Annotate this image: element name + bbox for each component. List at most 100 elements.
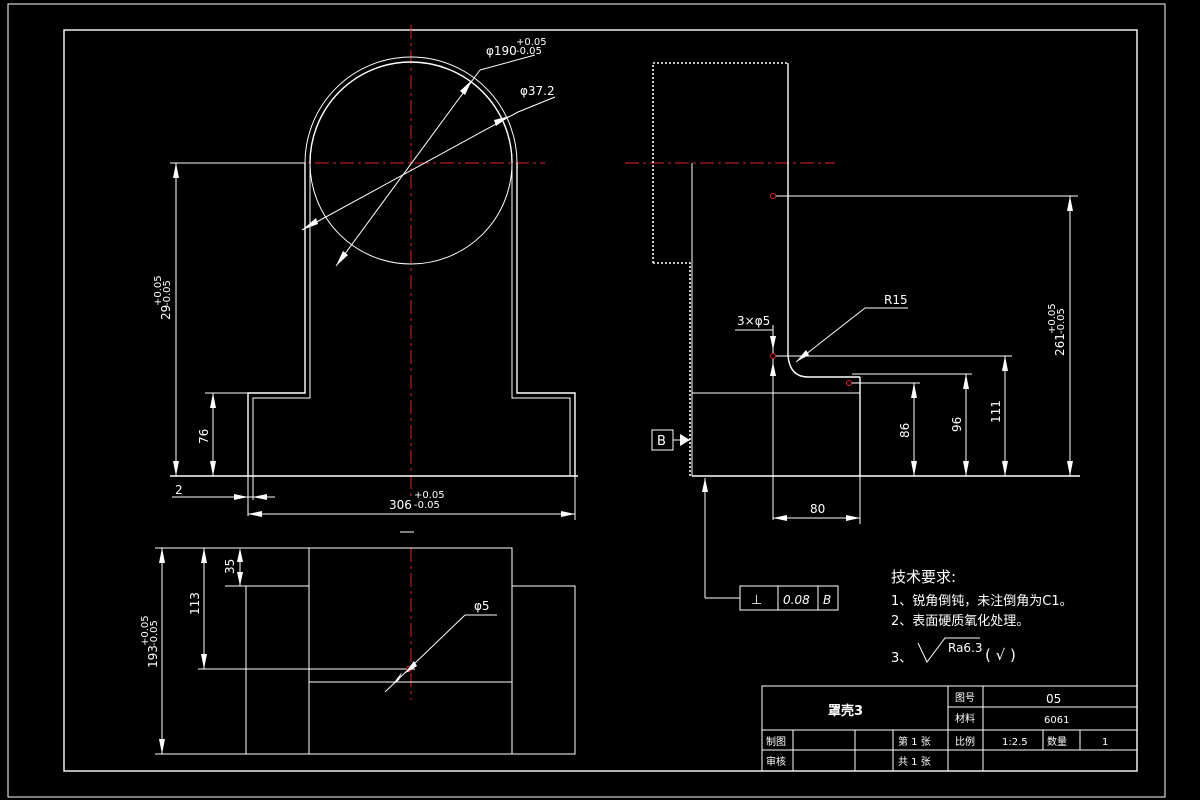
- hole-marker-1: [770, 193, 776, 199]
- dim113-label: 113: [188, 592, 202, 615]
- dim29-tol-lower: -0.05: [162, 280, 173, 306]
- top-center-block: [308, 547, 513, 755]
- tb-drawn-label: 制图: [766, 735, 786, 748]
- dim306-arrow-left: [248, 511, 262, 517]
- hole-marker-2: [770, 353, 776, 359]
- d190-label: φ190: [486, 44, 517, 58]
- tol-datum: B: [823, 593, 831, 607]
- side-hidden-step: [653, 262, 691, 476]
- tech-item-2: 2、表面硬质氧化处理。: [891, 614, 1029, 629]
- tech-requirements: 技术要求: 1、锐角倒钝，未注倒角为C1。 2、表面硬质氧化处理。 3、 Ra6…: [891, 568, 1073, 666]
- top-arc-outer: [304, 56, 518, 164]
- dim193-label: 193: [146, 645, 160, 668]
- dim193-tol-lower: -0.05: [149, 620, 160, 646]
- dim306-tol-upper: +0.05: [414, 490, 445, 501]
- dim193-arrow-top: [159, 548, 165, 563]
- tb-qty: 1: [1102, 737, 1108, 748]
- tol-leader-arrow: [702, 478, 708, 492]
- tb-drawing-no: 05: [1046, 692, 1061, 706]
- dim306-label: 306: [389, 498, 412, 512]
- d190-arrow-high: [460, 80, 472, 95]
- d37-leader-shelf: [517, 96, 556, 113]
- dim2-label: 2: [175, 483, 183, 497]
- front-view: φ190 +0.05 -0.05 φ37.2 29 +0.05 -0.05 76…: [153, 25, 578, 520]
- d37-leader-line: [301, 111, 519, 231]
- tb-drawing-no-label: 图号: [955, 692, 975, 704]
- inner-border: [63, 29, 1138, 772]
- dim29-tol-upper: +0.05: [153, 275, 164, 306]
- dim261-tol-upper: +0.05: [1047, 303, 1058, 334]
- dim261-tol-lower: -0.05: [1056, 308, 1067, 334]
- tb-qty-label: 数量: [1047, 735, 1067, 748]
- dim96-arrow-bottom: [963, 461, 969, 476]
- dim261-arrow-top: [1067, 196, 1073, 211]
- d190-tol-upper: +0.05: [516, 37, 547, 48]
- tol-symbol: ⊥: [751, 593, 762, 608]
- dim261-arrow-bottom: [1067, 461, 1073, 476]
- outer-border: [7, 3, 1166, 798]
- title-block-frame: [761, 685, 1138, 772]
- top-left-wing: [245, 585, 309, 755]
- left-body-inner: [252, 163, 311, 476]
- holes-label: 3×φ5: [737, 314, 770, 328]
- right-body-outline: [516, 163, 576, 476]
- d37-arrow-left: [302, 218, 318, 230]
- dim2-arrow-left: [234, 494, 248, 500]
- tb-total-label: 共 1 张: [898, 756, 931, 768]
- tb-scale: 1:2.5: [1002, 737, 1028, 748]
- tol-frame: [739, 585, 839, 611]
- dim80-arrow-left: [773, 515, 787, 521]
- dim35-arrow-top: [237, 548, 243, 562]
- tech-item-1: 1、锐角倒钝，未注倒角为C1。: [891, 594, 1073, 609]
- tech-title: 技术要求:: [891, 568, 956, 586]
- datum-triangle: [680, 434, 690, 446]
- d5-arrow-b: [392, 672, 402, 685]
- top-view: 193 +0.05 -0.05 113 35 φ5: [140, 531, 576, 755]
- dim29-arrow-bottom: [173, 461, 179, 476]
- d190-tol-lower: -0.05: [516, 46, 542, 57]
- tech-item-3-suffix: ( √ ): [985, 646, 1016, 664]
- tb-part-name: 罩壳3: [828, 703, 863, 719]
- dim86-arrow-bottom: [911, 461, 917, 476]
- holes-arrow-down: [770, 336, 776, 350]
- dim76-arrow-bottom: [210, 461, 216, 476]
- tech-item-3-prefix: 3、: [891, 651, 912, 666]
- d5-arrow-a: [404, 661, 417, 674]
- side-view: 261 +0.05 -0.05 111 96 86 80 R15: [625, 62, 1080, 611]
- tb-scale-label: 比例: [955, 735, 975, 748]
- dim29-label: 29: [159, 305, 173, 320]
- dim261-label: 261: [1053, 333, 1067, 356]
- left-body-outline: [247, 163, 306, 476]
- d5-label: φ5: [474, 599, 490, 613]
- d190-leader-line: [335, 69, 481, 267]
- hole-marker-3: [846, 380, 852, 386]
- r15-arrow: [796, 350, 809, 362]
- tb-reviewed-label: 审核: [766, 755, 786, 768]
- dim96-label: 96: [950, 417, 964, 432]
- dim86-arrow-top: [911, 383, 917, 398]
- dim2-arrow-right: [253, 494, 267, 500]
- d37-arrow-right: [494, 116, 510, 126]
- tb-material: 6061: [1044, 715, 1069, 726]
- dim111-label: 111: [989, 400, 1003, 423]
- dim35-label: 35: [223, 559, 237, 574]
- d37-label: φ37.2: [520, 84, 555, 98]
- top-right-wing: [512, 585, 576, 755]
- dim113-arrow-bottom: [201, 654, 207, 669]
- dim35-arrow-bottom: [237, 572, 243, 586]
- dim193-tol-upper: +0.05: [140, 615, 151, 646]
- dim96-arrow-top: [963, 374, 969, 389]
- right-body-inner: [511, 163, 571, 476]
- roughness-value: Ra6.3: [948, 641, 983, 655]
- tb-sheet-label: 第 1 张: [898, 735, 931, 748]
- dim80-arrow-right: [846, 515, 860, 521]
- dim113-arrow-top: [201, 548, 207, 563]
- tol-value: 0.08: [783, 593, 810, 607]
- dim86-label: 86: [898, 423, 912, 438]
- roughness-symbol: [917, 637, 980, 663]
- datum-label: B: [657, 434, 666, 449]
- dim80-label: 80: [810, 502, 825, 516]
- dim111-arrow-bottom: [1002, 461, 1008, 476]
- side-hidden-top: [652, 62, 788, 263]
- holes-arrow-up: [770, 362, 776, 376]
